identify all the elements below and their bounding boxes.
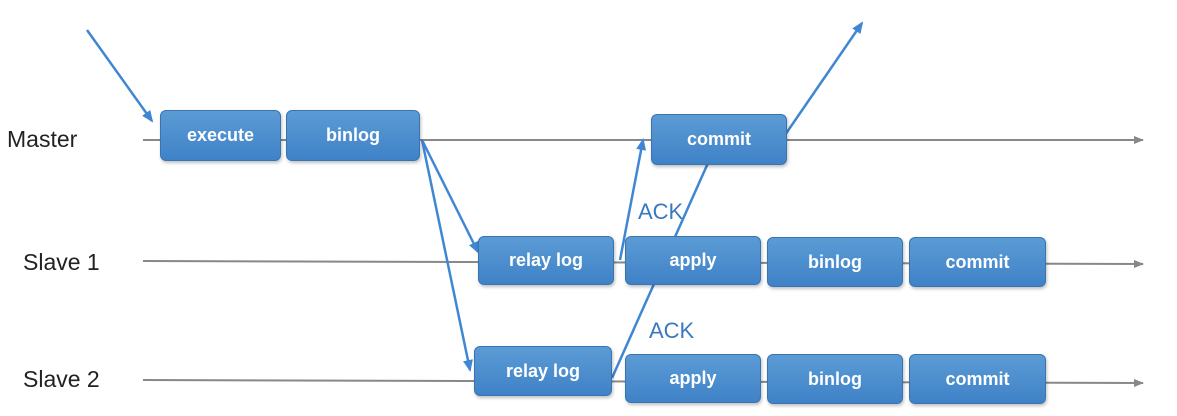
master-commit-box: commit [651,114,787,165]
slave2-ack-label: ACK [649,318,695,343]
incoming-arrow [85,29,154,123]
outgoing-arrow [783,21,864,136]
slave1-relay-log-box: relay log [478,236,614,285]
binlog-to-slave1-arrow [420,139,480,254]
slave1-label: Slave 1 [23,249,100,275]
slave1-commit-box: commit [909,237,1046,287]
slave2-commit-box: commit [909,354,1046,404]
slave1-ack-arrow [618,138,647,261]
slave2-binlog-box: binlog [767,354,903,404]
slave1-apply-box: apply [625,236,761,285]
slave2-apply-box: apply [625,354,761,403]
master-execute-box: execute [160,110,281,161]
slave1-binlog-box: binlog [767,237,903,287]
master-label: Master [7,126,78,152]
master-binlog-box: binlog [286,110,420,161]
slave2-relay-log-box: relay log [474,346,612,396]
slave1-ack-label: ACK [638,199,684,224]
binlog-to-slave2-arrow [420,139,473,372]
slave2-label: Slave 2 [23,366,100,392]
